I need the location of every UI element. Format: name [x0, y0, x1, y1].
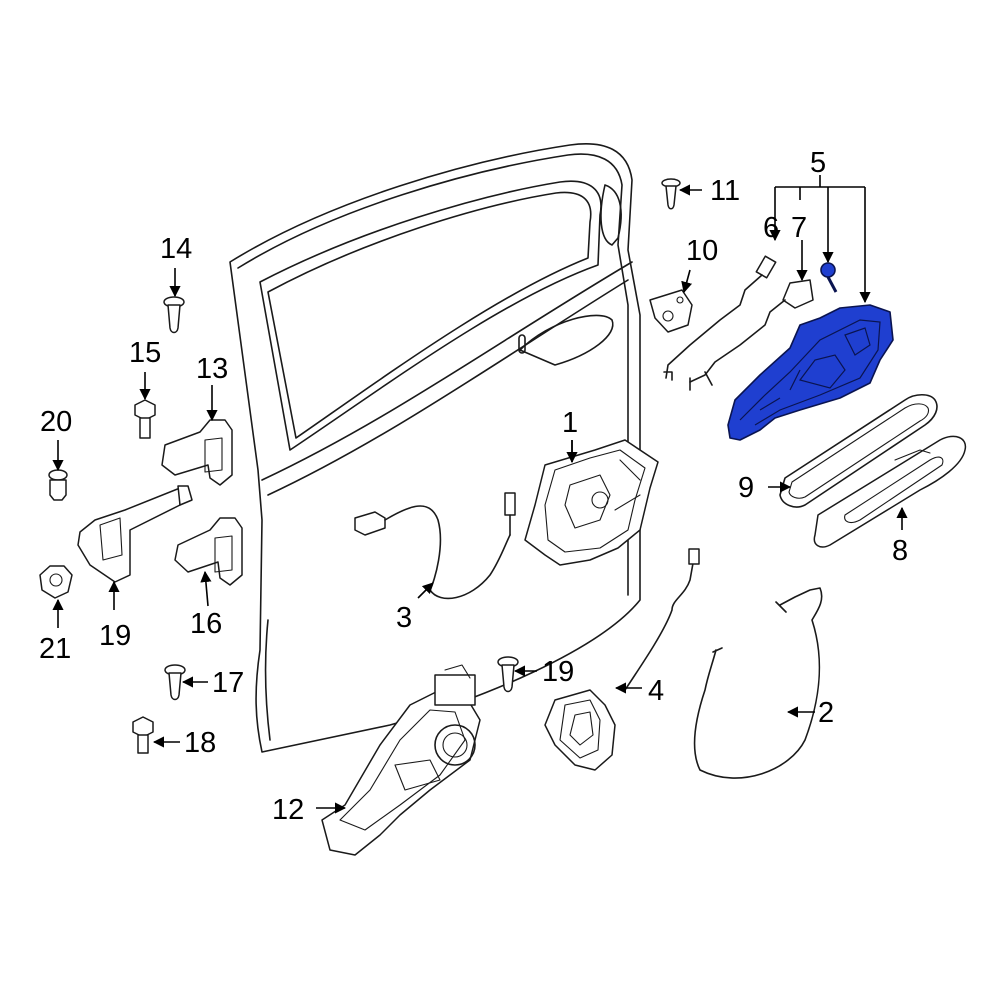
fastener-19b — [497, 656, 519, 693]
screw-part — [820, 262, 838, 293]
callout-19-fastener: 19 — [542, 656, 574, 688]
fastener-14 — [163, 296, 185, 334]
callout-12: 12 — [272, 794, 304, 826]
callout-6: 6 — [763, 212, 779, 244]
fastener-20 — [48, 469, 68, 501]
callout-10: 10 — [686, 235, 718, 267]
lower-hinge-part — [174, 517, 243, 586]
callout-9: 9 — [738, 472, 754, 504]
fastener-18 — [132, 716, 154, 754]
callout-numbers: 1 2 3 4 5 6 7 8 9 10 11 12 13 14 15 16 1… — [39, 147, 908, 826]
callout-21: 21 — [39, 633, 71, 665]
inside-handle-cable-part — [354, 492, 516, 600]
callout-16: 16 — [190, 608, 222, 640]
callout-13: 13 — [196, 353, 228, 385]
handle-gasket-part — [779, 393, 938, 508]
upper-hinge-part — [161, 419, 233, 486]
callout-4: 4 — [648, 675, 664, 707]
callout-7: 7 — [791, 212, 807, 244]
callout-17: 17 — [212, 667, 244, 699]
outer-handle-part — [813, 435, 967, 548]
window-regulator-part — [321, 664, 481, 856]
callout-8: 8 — [892, 535, 908, 567]
callout-15: 15 — [129, 337, 161, 369]
leader-lines — [52, 175, 908, 814]
handle-carrier-part-highlighted — [727, 304, 894, 441]
callout-11: 11 — [710, 175, 740, 207]
callout-1: 1 — [562, 407, 578, 439]
callout-3: 3 — [396, 602, 412, 634]
callout-18: 18 — [184, 727, 216, 759]
lock-actuator-part — [544, 548, 700, 771]
callout-19-door-check: 19 — [99, 620, 131, 652]
fastener-21 — [39, 565, 73, 599]
callout-14: 14 — [160, 233, 192, 265]
door-panel — [229, 143, 641, 753]
callout-20: 20 — [40, 406, 72, 438]
callout-5: 5 — [810, 147, 826, 179]
door-striker-part — [649, 289, 693, 333]
rod-part-6 — [663, 255, 777, 381]
outside-handle-cable-part — [693, 587, 823, 779]
door-latch-part — [524, 439, 659, 566]
fastener-15 — [134, 399, 156, 439]
fastener-17 — [164, 664, 186, 701]
door-check-part — [77, 485, 193, 583]
fastener-11 — [661, 178, 681, 210]
callout-2: 2 — [818, 697, 834, 729]
